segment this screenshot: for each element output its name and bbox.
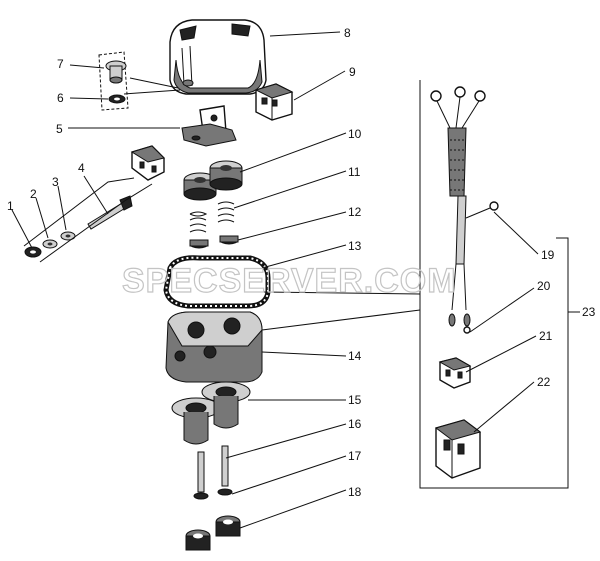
- label-21: 21: [539, 329, 553, 343]
- label-1: 1: [7, 199, 14, 213]
- label-9: 9: [349, 65, 356, 79]
- watermark: SPECSERVER.COM: [122, 262, 457, 300]
- leader-lines: [11, 31, 539, 529]
- label-20: 20: [537, 279, 551, 293]
- part-1-nut: [24, 246, 42, 258]
- part-9-connector: [254, 83, 294, 121]
- part-6-washer: [108, 94, 126, 104]
- small-connector: [130, 145, 165, 181]
- part-16-pins: [197, 445, 229, 493]
- label-22: 22: [537, 375, 551, 389]
- label-10: 10: [348, 127, 362, 141]
- part-11-springs: [189, 201, 235, 233]
- part-18-nuts: [185, 515, 241, 551]
- part-19-wiring-harness: [430, 86, 499, 334]
- label-12: 12: [348, 205, 362, 219]
- label-14: 14: [348, 349, 362, 363]
- label-23: 23: [582, 305, 596, 319]
- part-2-washer: [42, 239, 58, 249]
- part-22-plug: [434, 419, 482, 479]
- part-labels: 7 6 5 4 3 2 1 8 9 10 11 12 13 14 15 16 1…: [7, 26, 596, 499]
- part-8-cover: [169, 19, 267, 95]
- label-2: 2: [30, 187, 37, 201]
- part-10-relay-bodies: [183, 160, 243, 201]
- harness-group-frame: [419, 80, 569, 489]
- label-18: 18: [348, 485, 362, 499]
- label-11: 11: [348, 165, 361, 179]
- part-4-bolt: [87, 195, 133, 230]
- part-14-base: [165, 311, 263, 383]
- label-8: 8: [344, 26, 351, 40]
- label-7: 7: [57, 57, 64, 71]
- label-3: 3: [52, 175, 59, 189]
- label-4: 4: [78, 161, 85, 175]
- part-5-bracket: [181, 105, 237, 147]
- label-15: 15: [348, 393, 362, 407]
- label-16: 16: [348, 417, 362, 431]
- label-19: 19: [541, 248, 555, 262]
- label-6: 6: [57, 91, 64, 105]
- label-5: 5: [56, 122, 63, 136]
- label-17: 17: [348, 449, 362, 463]
- label-13: 13: [348, 239, 362, 253]
- part-3-washer: [60, 231, 76, 241]
- part-7-screw: [98, 51, 129, 111]
- part-15-fittings: [171, 381, 251, 445]
- part-21-plug: [438, 357, 472, 389]
- part-17-caps: [193, 488, 233, 500]
- part-12-plugs: [189, 235, 239, 249]
